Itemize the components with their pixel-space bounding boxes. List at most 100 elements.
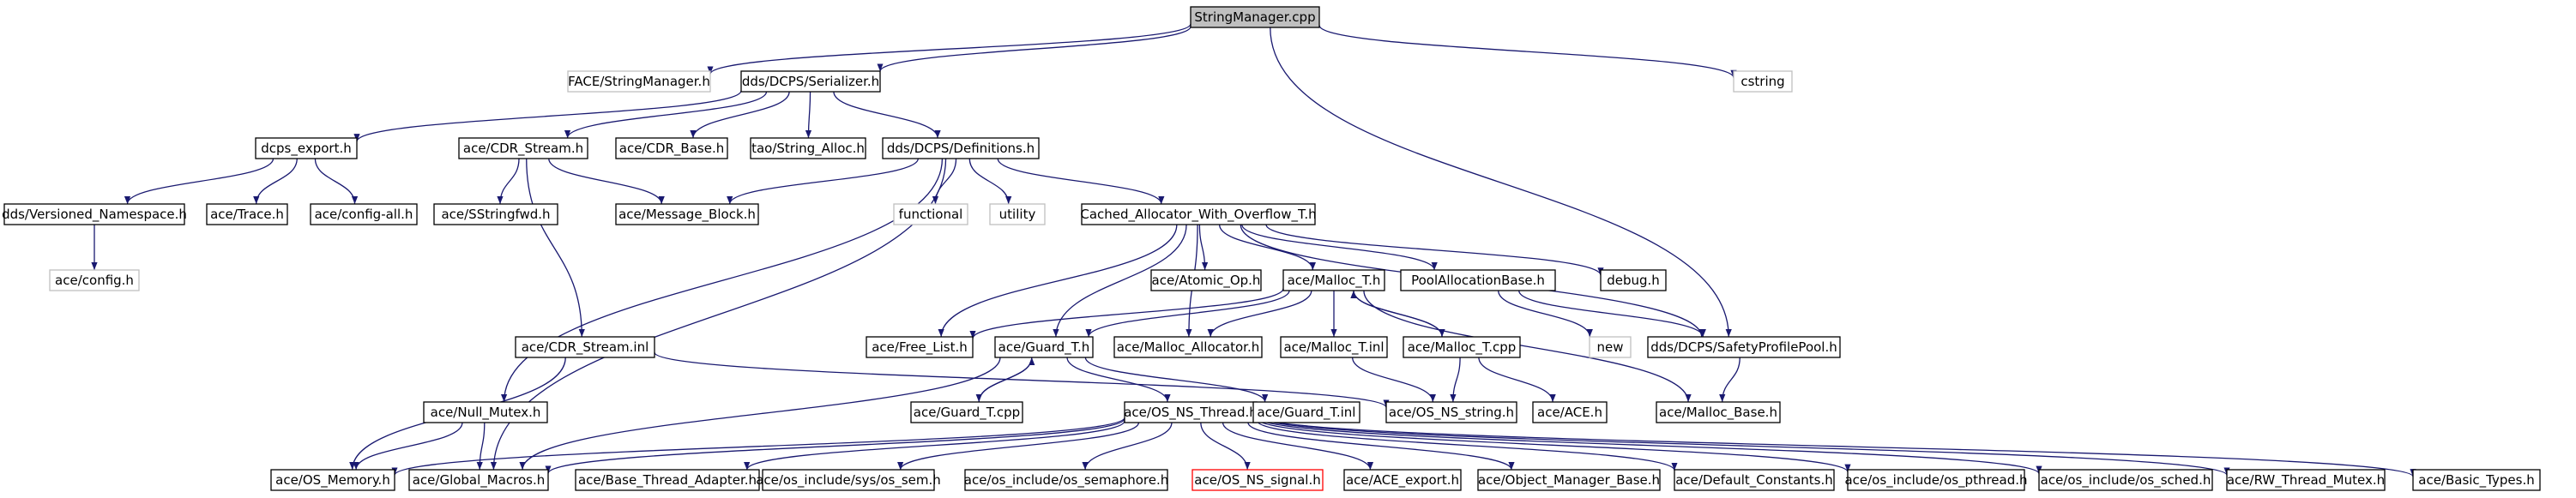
node-box[interactable] <box>1589 336 1632 358</box>
node-os-ns-string[interactable]: ace/OS_NS_string.h <box>1385 401 1517 423</box>
node-box[interactable] <box>49 269 140 291</box>
node-os-semaphore[interactable]: ace/os_include/os_semaphore.h <box>964 469 1169 491</box>
node-box[interactable] <box>1600 269 1667 291</box>
node-root[interactable]: StringManager.cpp <box>1190 6 1320 28</box>
node-box[interactable] <box>762 469 935 491</box>
node-box[interactable] <box>964 469 1168 491</box>
node-box[interactable] <box>1282 269 1385 291</box>
node-box[interactable] <box>1081 203 1316 225</box>
node-box[interactable] <box>1733 70 1793 93</box>
node-base-thread-adapter[interactable]: ace/Base_Thread_Adapter.h <box>575 469 760 491</box>
node-box[interactable] <box>1477 469 1661 491</box>
node-box[interactable] <box>989 203 1046 225</box>
node-box[interactable] <box>2226 469 2386 491</box>
node-box[interactable] <box>866 336 974 358</box>
node-malloc-base[interactable]: ace/Malloc_Base.h <box>1656 401 1781 423</box>
node-ace-h[interactable]: ace/ACE.h <box>1532 401 1608 423</box>
node-os-memory[interactable]: ace/OS_Memory.h <box>270 469 395 491</box>
node-box[interactable] <box>1532 401 1608 423</box>
node-functional[interactable]: functional <box>893 203 968 225</box>
node-box[interactable] <box>423 401 548 423</box>
node-box[interactable] <box>1252 401 1360 423</box>
node-config-h[interactable]: ace/config.h <box>49 269 140 291</box>
node-trace[interactable]: ace/Trace.h <box>206 203 288 225</box>
node-serializer[interactable]: dds/DCPS/Serializer.h <box>740 70 881 93</box>
node-box[interactable] <box>994 336 1094 358</box>
node-box[interactable] <box>515 336 655 358</box>
node-cstring[interactable]: cstring <box>1733 70 1793 93</box>
node-malloc-allocator[interactable]: ace/Malloc_Allocator.h <box>1113 336 1263 358</box>
node-utility[interactable]: utility <box>989 203 1046 225</box>
node-default-constants[interactable]: ace/Default_Constants.h <box>1674 469 1835 491</box>
node-box[interactable] <box>750 137 866 159</box>
node-box[interactable] <box>1847 469 2025 491</box>
node-box[interactable] <box>1647 336 1841 358</box>
node-os-sched[interactable]: ace/os_include/os_sched.h <box>2038 469 2213 491</box>
node-box[interactable] <box>1280 336 1388 358</box>
node-box[interactable] <box>458 137 588 159</box>
node-os-pthread[interactable]: ace/os_include/os_pthread.h <box>1844 469 2028 491</box>
node-atomic-op[interactable]: ace/Atomic_Op.h <box>1150 269 1262 291</box>
node-config-all[interactable]: ace/config-all.h <box>310 203 418 225</box>
node-box[interactable] <box>1150 269 1262 291</box>
node-rw-thread-mutex[interactable]: ace/RW_Thread_Mutex.h <box>2226 469 2386 491</box>
node-global-macros[interactable]: ace/Global_Macros.h <box>408 469 549 491</box>
node-box[interactable] <box>1191 469 1324 491</box>
node-new[interactable]: new <box>1589 336 1632 358</box>
node-box[interactable] <box>567 70 711 93</box>
node-malloc-t-h[interactable]: ace/Malloc_T.h <box>1282 269 1385 291</box>
node-box[interactable] <box>206 203 288 225</box>
node-box[interactable] <box>1124 401 1258 423</box>
node-os-ns-signal[interactable]: ace/OS_NS_signal.h <box>1191 469 1324 491</box>
node-debug[interactable]: debug.h <box>1600 269 1667 291</box>
node-box[interactable] <box>310 203 418 225</box>
node-ace-export[interactable]: ace/ACE_export.h <box>1343 469 1462 491</box>
node-box[interactable] <box>255 137 358 159</box>
node-box[interactable] <box>882 137 1040 159</box>
node-box[interactable] <box>2038 469 2213 491</box>
node-box[interactable] <box>615 203 759 225</box>
node-cdr-base[interactable]: ace/CDR_Base.h <box>615 137 728 159</box>
node-malloc-t-cpp[interactable]: ace/Malloc_T.cpp <box>1403 336 1521 358</box>
node-basic-types[interactable]: ace/Basic_Types.h <box>2412 469 2541 491</box>
node-box[interactable] <box>615 137 728 159</box>
node-box[interactable] <box>1190 6 1320 28</box>
node-box[interactable] <box>270 469 395 491</box>
node-box[interactable] <box>1656 401 1781 423</box>
node-dcps-export[interactable]: dcps_export.h <box>255 137 358 159</box>
node-guard-t-cpp[interactable]: ace/Guard_T.cpp <box>910 401 1023 423</box>
node-malloc-t-inl[interactable]: ace/Malloc_T.inl <box>1280 336 1388 358</box>
node-string-alloc[interactable]: tao/String_Alloc.h <box>750 137 866 159</box>
node-sstringfwd[interactable]: ace/SStringfwd.h <box>433 203 558 225</box>
node-free-list[interactable]: ace/Free_List.h <box>866 336 974 358</box>
node-face-sm[interactable]: FACE/StringManager.h <box>567 70 711 93</box>
node-box[interactable] <box>893 203 968 225</box>
node-pool-alloc[interactable]: PoolAllocationBase.h <box>1400 269 1556 291</box>
node-safety-pool[interactable]: dds/DCPS/SafetyProfilePool.h <box>1647 336 1841 358</box>
node-definitions[interactable]: dds/DCPS/Definitions.h <box>882 137 1040 159</box>
node-box[interactable] <box>3 203 185 225</box>
node-box[interactable] <box>433 203 558 225</box>
node-box[interactable] <box>1385 401 1517 423</box>
node-box[interactable] <box>740 70 881 93</box>
node-box[interactable] <box>910 401 1023 423</box>
node-box[interactable] <box>575 469 760 491</box>
node-os-sem[interactable]: ace/os_include/sys/os_sem.h <box>756 469 941 491</box>
node-versioned-ns[interactable]: dds/Versioned_Namespace.h <box>2 203 187 225</box>
node-object-manager-base[interactable]: ace/Object_Manager_Base.h <box>1477 469 1661 491</box>
node-cached-alloc[interactable]: Cached_Allocator_With_Overflow_T.h <box>1080 203 1317 225</box>
node-box[interactable] <box>1113 336 1263 358</box>
node-message-block[interactable]: ace/Message_Block.h <box>615 203 759 225</box>
node-guard-t-h[interactable]: ace/Guard_T.h <box>994 336 1094 358</box>
node-cdr-stream-inl[interactable]: ace/CDR_Stream.inl <box>515 336 655 358</box>
node-cdr-stream-h[interactable]: ace/CDR_Stream.h <box>458 137 588 159</box>
node-box[interactable] <box>1403 336 1521 358</box>
node-box[interactable] <box>1400 269 1556 291</box>
node-box[interactable] <box>2412 469 2541 491</box>
node-box[interactable] <box>408 469 549 491</box>
node-guard-t-inl[interactable]: ace/Guard_T.inl <box>1252 401 1360 423</box>
node-box[interactable] <box>1343 469 1462 491</box>
node-box[interactable] <box>1674 469 1835 491</box>
node-null-mutex[interactable]: ace/Null_Mutex.h <box>423 401 548 423</box>
node-os-ns-thread[interactable]: ace/OS_NS_Thread.h <box>1124 401 1258 423</box>
